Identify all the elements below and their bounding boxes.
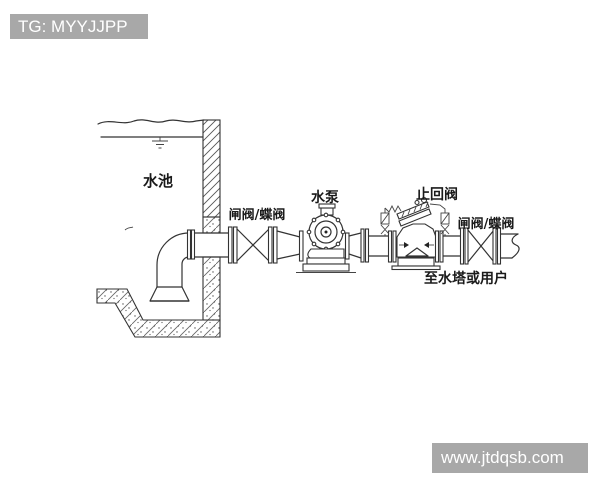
watermark-top-left: TG: MYYJJPP xyxy=(10,14,148,39)
gate-valve-right xyxy=(442,227,502,265)
tank-label: 水池 xyxy=(143,172,173,190)
gate-valve-left xyxy=(227,226,301,264)
water-level-icon xyxy=(152,137,168,149)
flow-arrow-left xyxy=(399,242,409,248)
destination-label: 至水塔或用户 xyxy=(424,270,508,287)
suction-elbow xyxy=(149,229,229,302)
water-tank xyxy=(97,119,205,231)
check-valve-label: 止回阀 xyxy=(416,186,458,203)
outlet-valve-label: 闸阀/蝶阀 xyxy=(458,216,515,232)
pump-label: 水泵 xyxy=(311,189,339,206)
pump-bolts xyxy=(306,212,346,252)
check-valve-bonnet xyxy=(396,196,432,227)
bypass-pilot-lines xyxy=(380,203,450,236)
ground-pit xyxy=(96,288,221,338)
pump xyxy=(296,203,356,273)
outlet-pipe-break xyxy=(499,233,520,259)
watermark-bottom-right: www.jtdqsb.com xyxy=(432,443,588,473)
inlet-valve-label: 闸阀/蝶阀 xyxy=(229,207,286,223)
bell-mouth xyxy=(149,286,190,302)
retaining-wall xyxy=(202,119,221,321)
check-valve xyxy=(391,196,444,271)
discharge-pipe xyxy=(348,228,397,263)
flow-arrow-right xyxy=(424,242,434,248)
